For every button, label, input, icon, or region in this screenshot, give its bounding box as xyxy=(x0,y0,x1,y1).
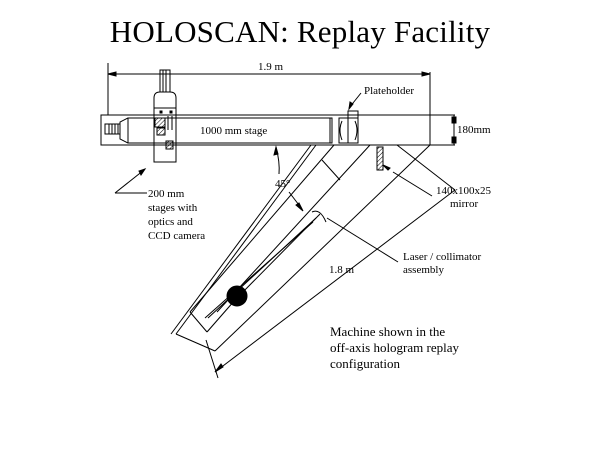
stage-1000mm xyxy=(127,117,333,144)
caption-line3: configuration xyxy=(330,356,401,371)
diagram-title: HOLOSCAN: Replay Facility xyxy=(109,14,491,49)
stages-label-line1: 200 mm xyxy=(148,188,185,200)
caption-line2: off-axis hologram replay xyxy=(330,340,459,355)
camera-stage-assembly xyxy=(153,69,177,163)
stages-label-line2: stages with xyxy=(148,202,198,214)
caption-line1: Machine shown in the xyxy=(330,324,446,339)
angle-label: 45° xyxy=(275,178,291,190)
plateholder-label: Plateholder xyxy=(364,85,415,97)
horizontal-rail xyxy=(100,114,431,146)
laser-label: Laser / collimator assembly xyxy=(403,251,481,277)
mirror-label-line2: mirror xyxy=(450,198,479,210)
overall-length-label: 1.9 m xyxy=(258,61,284,73)
plateholder xyxy=(338,92,362,144)
stages-leader xyxy=(114,168,147,194)
stages-label-line3: optics and xyxy=(148,216,193,228)
overall-length-dimension xyxy=(107,63,431,115)
rail-width-dimension xyxy=(430,114,457,146)
caption: Machine shown in the off-axis hologram r… xyxy=(330,324,459,372)
stage-label: 1000 mm stage xyxy=(200,125,268,137)
arm-length-label: 1.8 m xyxy=(329,264,355,276)
diagonal-arm xyxy=(170,144,456,379)
rail-width-label: 180mm xyxy=(457,124,491,136)
mirror-label-line1: 140x100x25 xyxy=(436,185,491,197)
angle-indicator xyxy=(273,145,304,212)
stages-label-line4: CCD camera xyxy=(148,230,206,242)
laser-label-line1: Laser / collimator xyxy=(403,251,482,263)
laser-label-line2: assembly xyxy=(403,264,444,276)
stages-label: 200 mm stages with optics and CCD camera xyxy=(148,187,205,243)
